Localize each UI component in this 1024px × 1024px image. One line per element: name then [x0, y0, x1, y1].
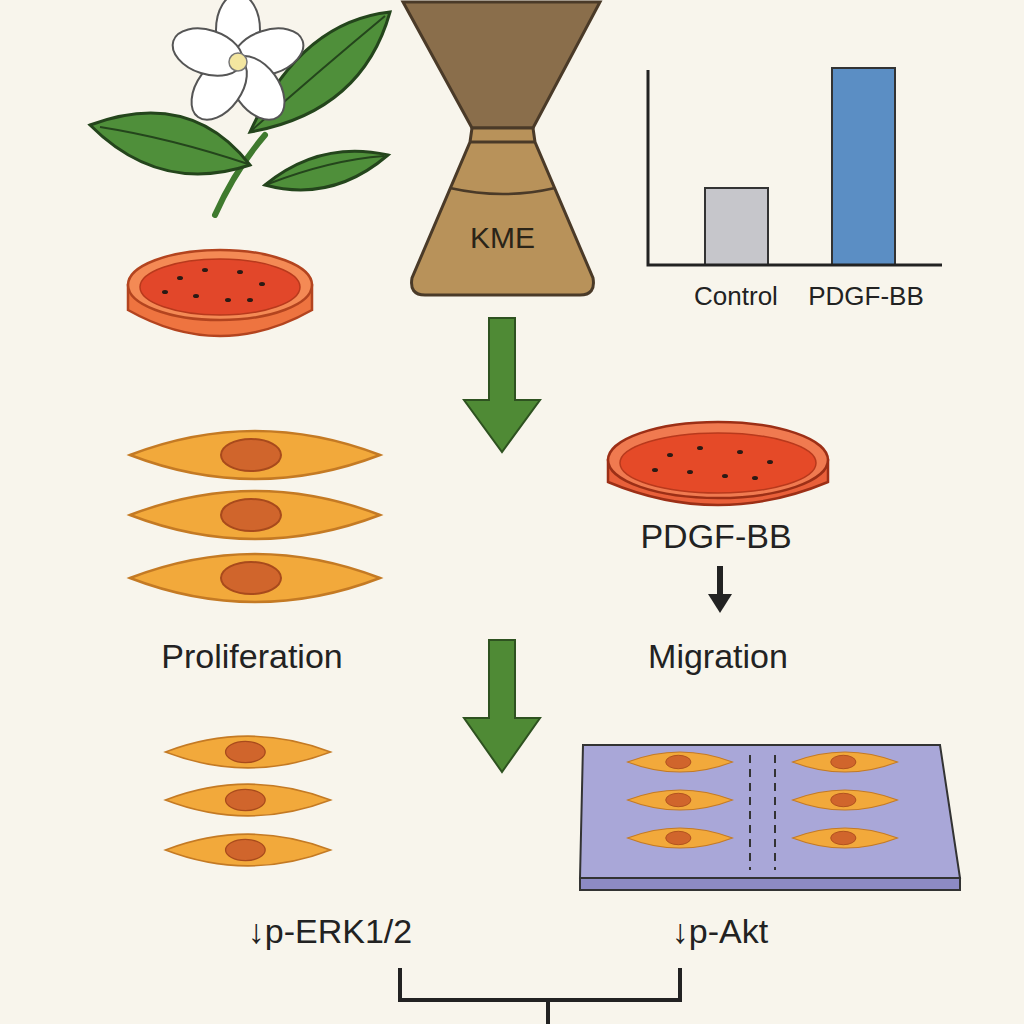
- flask-outline: [395, 0, 610, 300]
- text-label: Proliferation: [92, 636, 412, 677]
- text-label: PDGF-BB: [706, 281, 1024, 312]
- green-arrow: [464, 640, 540, 772]
- bar-chart: [648, 68, 942, 265]
- smooth-muscle-cell: [166, 784, 331, 816]
- black-arrow: [717, 566, 723, 596]
- text-label: ↓p-ERK1/2: [170, 911, 490, 952]
- node-label: KME: [395, 220, 610, 256]
- petri-dish: [608, 422, 828, 505]
- green-arrow: [464, 318, 540, 452]
- scratch-assay-plate: [580, 745, 960, 890]
- fruit-illustration: [128, 250, 312, 336]
- treatment-bar: [832, 68, 895, 265]
- smooth-muscle-cell: [166, 834, 331, 866]
- smooth-muscle-cell: [130, 491, 380, 539]
- smooth-muscle-cell: [166, 736, 331, 768]
- text-label: PDGF-BB: [556, 516, 876, 557]
- control-bar: [705, 188, 768, 265]
- cell-group: [166, 736, 331, 866]
- chart-axis: [648, 70, 942, 265]
- plant-illustration: [90, 0, 390, 215]
- extract-flask: KME: [395, 0, 610, 300]
- cell-group: [130, 431, 380, 602]
- text-label: ↓p-Akt: [560, 911, 880, 952]
- black-arrow-head: [708, 594, 732, 613]
- smooth-muscle-cell: [130, 431, 380, 479]
- bracket: [400, 968, 680, 1024]
- smooth-muscle-cell: [130, 554, 380, 602]
- text-label: Migration: [558, 636, 878, 677]
